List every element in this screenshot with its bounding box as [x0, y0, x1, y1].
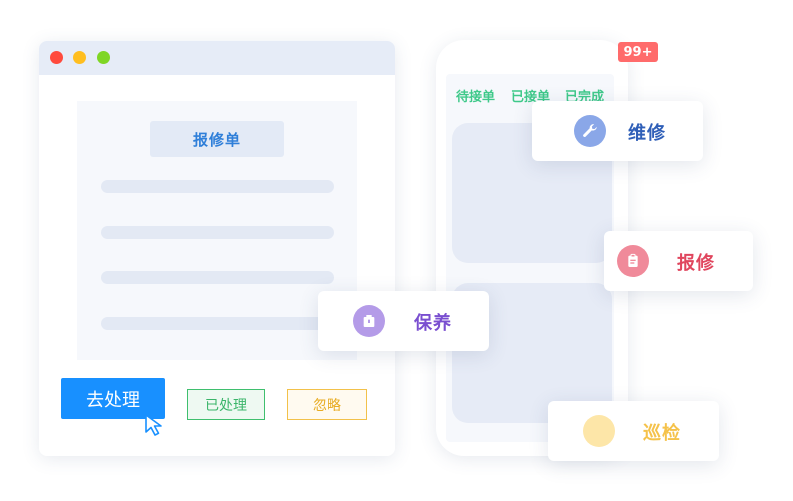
wrench-icon — [574, 115, 606, 147]
repair-tag-label: 维修 — [628, 123, 666, 144]
clipboard-icon — [617, 245, 649, 277]
repair-form-title: 报修单 — [150, 121, 284, 157]
inspect-tag[interactable]: 巡检 — [548, 401, 719, 461]
maintain-tag-label: 保养 — [414, 313, 452, 334]
report-tag-label: 报修 — [677, 253, 715, 274]
box-icon — [353, 305, 385, 337]
browser-window: 报修单 去处理 已处理 忽略 — [39, 41, 395, 456]
inspect-tag-label: 巡检 — [643, 423, 681, 444]
window-titlebar — [39, 41, 395, 75]
notification-badge: 99+ — [618, 42, 658, 62]
minimize-dot[interactable] — [73, 51, 86, 64]
cursor-pointer-icon — [145, 414, 162, 436]
close-dot[interactable] — [50, 51, 63, 64]
repair-tag[interactable]: 维修 — [532, 101, 703, 161]
tab-pending[interactable]: 待接单 — [456, 90, 496, 105]
maintain-tag[interactable]: 保养 — [318, 291, 489, 351]
process-button[interactable]: 去处理 — [61, 378, 165, 419]
form-line-1 — [101, 180, 334, 193]
report-tag[interactable]: 报修 — [604, 231, 753, 291]
form-line-3 — [101, 271, 334, 284]
processed-button[interactable]: 已处理 — [187, 389, 265, 420]
ignore-button[interactable]: 忽略 — [287, 389, 367, 420]
repair-form: 报修单 — [77, 101, 357, 360]
inspect-icon — [583, 415, 615, 447]
form-line-2 — [101, 226, 334, 239]
form-line-4 — [101, 317, 334, 330]
maximize-dot[interactable] — [97, 51, 110, 64]
